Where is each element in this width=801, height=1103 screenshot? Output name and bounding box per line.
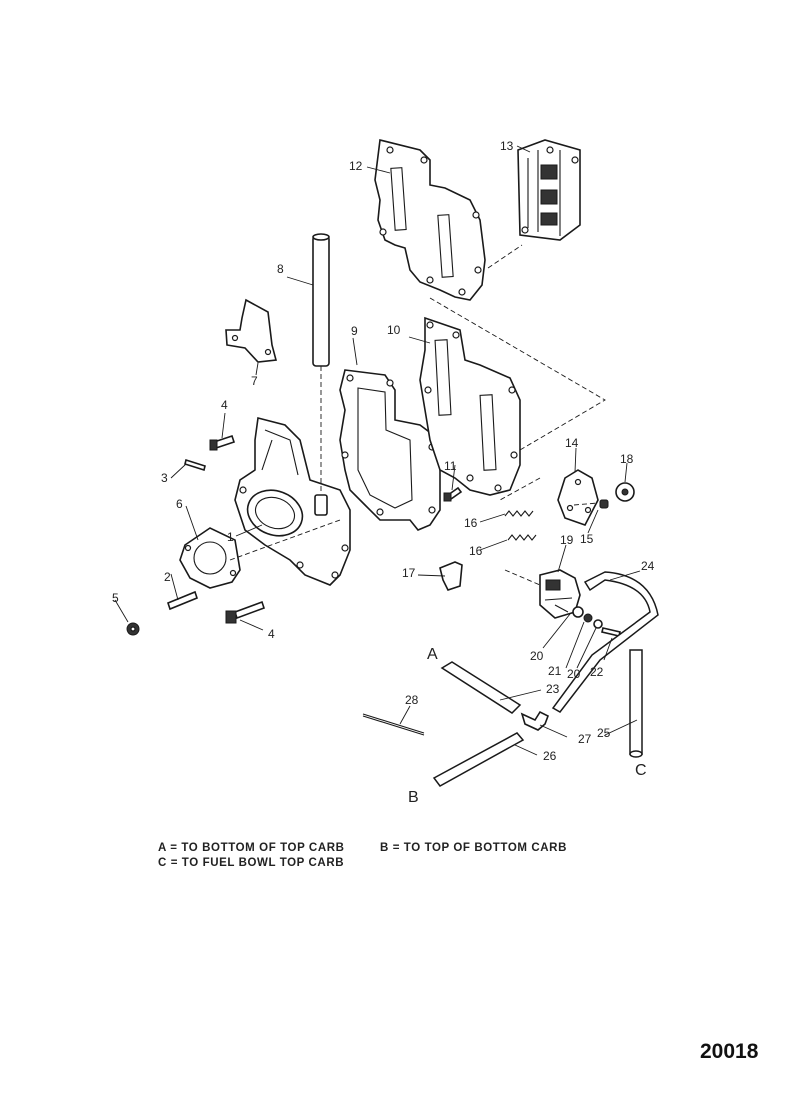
washer-20-b — [593, 619, 603, 629]
legend-c: C = TO FUEL BOWL TOP CARB — [158, 857, 344, 869]
callout-16-lower: 16 — [469, 544, 483, 558]
callout-8: 8 — [277, 262, 284, 276]
cable-tie-28 — [362, 713, 425, 736]
nut-5 — [126, 622, 140, 636]
callout-22: 22 — [590, 665, 604, 679]
callout-1: 1 — [227, 530, 234, 544]
legend-a: A = TO BOTTOM OF TOP CARB — [158, 842, 345, 854]
callout-4-lower: 4 — [268, 627, 275, 641]
callout-4-upper: 4 — [221, 398, 228, 412]
alignment-lines — [229, 244, 606, 586]
screw-4-upper — [209, 434, 236, 451]
callout-14: 14 — [565, 436, 579, 450]
callout-25: 25 — [597, 726, 611, 740]
callout-15: 15 — [580, 532, 594, 546]
washer-18 — [615, 482, 635, 502]
stud-3 — [184, 458, 206, 472]
hose-end-c: C — [635, 762, 647, 779]
hose-end-labels: A B C — [408, 646, 647, 806]
screw-22 — [601, 627, 621, 637]
callout-12: 12 — [349, 159, 363, 173]
callout-23: 23 — [546, 682, 560, 696]
callout-3: 3 — [161, 471, 168, 485]
callout-21: 21 — [548, 664, 562, 678]
reed-block-13 — [517, 139, 581, 241]
clip-17 — [439, 561, 463, 591]
hose-26 — [432, 732, 525, 787]
tube-8 — [312, 233, 330, 367]
legend: A = TO BOTTOM OF TOP CARB B = TO TOP OF … — [158, 842, 567, 869]
callout-13: 13 — [500, 139, 514, 153]
gasket-9 — [339, 369, 441, 531]
hose-end-b: B — [408, 789, 419, 806]
hose-end-a: A — [427, 646, 438, 663]
callout-26: 26 — [543, 749, 557, 763]
hose-24 — [551, 571, 659, 713]
callout-5: 5 — [112, 591, 119, 605]
callout-24: 24 — [641, 559, 655, 573]
callout-11: 11 — [444, 459, 457, 473]
callout-18: 18 — [620, 452, 634, 466]
callout-20-b: 20 — [567, 667, 581, 681]
screw-11 — [443, 486, 463, 502]
screw-15 — [599, 499, 609, 509]
callout-labels: 12 13 8 7 9 10 4 3 6 1 2 5 4 11 14 18 16… — [112, 139, 655, 763]
stud-2 — [167, 590, 198, 611]
hose-23 — [440, 661, 522, 714]
callout-7: 7 — [251, 374, 258, 388]
gasket-12 — [374, 139, 486, 301]
hose-25 — [629, 649, 643, 758]
washer-20-a — [572, 606, 584, 618]
callout-28: 28 — [405, 693, 419, 707]
springs-16 — [504, 510, 537, 541]
flange-gasket-6 — [179, 527, 241, 589]
callout-2: 2 — [164, 570, 171, 584]
callout-10: 10 — [387, 323, 401, 337]
callout-16-upper: 16 — [464, 516, 478, 530]
bracket-7 — [225, 298, 278, 363]
legend-b: B = TO TOP OF BOTTOM CARB — [380, 842, 567, 854]
leader-lines — [114, 145, 641, 756]
callout-6: 6 — [176, 497, 183, 511]
callout-27: 27 — [578, 732, 592, 746]
plate-14 — [557, 469, 599, 526]
figure-id: 20018 — [700, 1040, 759, 1063]
callout-17: 17 — [402, 566, 416, 580]
intake-housing-1 — [234, 416, 351, 586]
callout-20-a: 20 — [530, 649, 544, 663]
nut-21 — [583, 613, 593, 623]
callout-19: 19 — [560, 533, 574, 547]
gasket-10 — [419, 316, 521, 496]
fuel-pump-19 — [539, 569, 581, 619]
callout-9: 9 — [351, 324, 358, 338]
screw-4-lower — [225, 600, 266, 624]
